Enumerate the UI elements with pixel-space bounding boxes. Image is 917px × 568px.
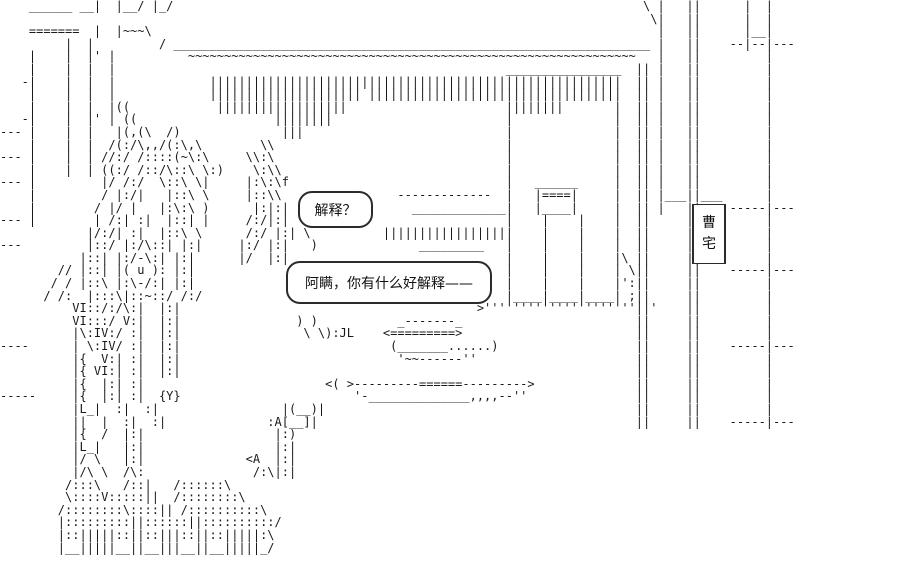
sign-char-2: 宅 [702, 236, 716, 252]
speech-bubble-1-text: 解释？ [314, 202, 357, 219]
speech-bubble-1: 解释？ [298, 191, 373, 228]
speech-bubble-2-text: 阿瞒，你有什么好解释—— [305, 275, 473, 292]
speech-bubble-2: 阿瞒，你有什么好解释—— [286, 261, 492, 304]
sign-char-1: 曹 [702, 215, 716, 231]
cao-residence-sign: 曹 宅 [692, 204, 726, 264]
